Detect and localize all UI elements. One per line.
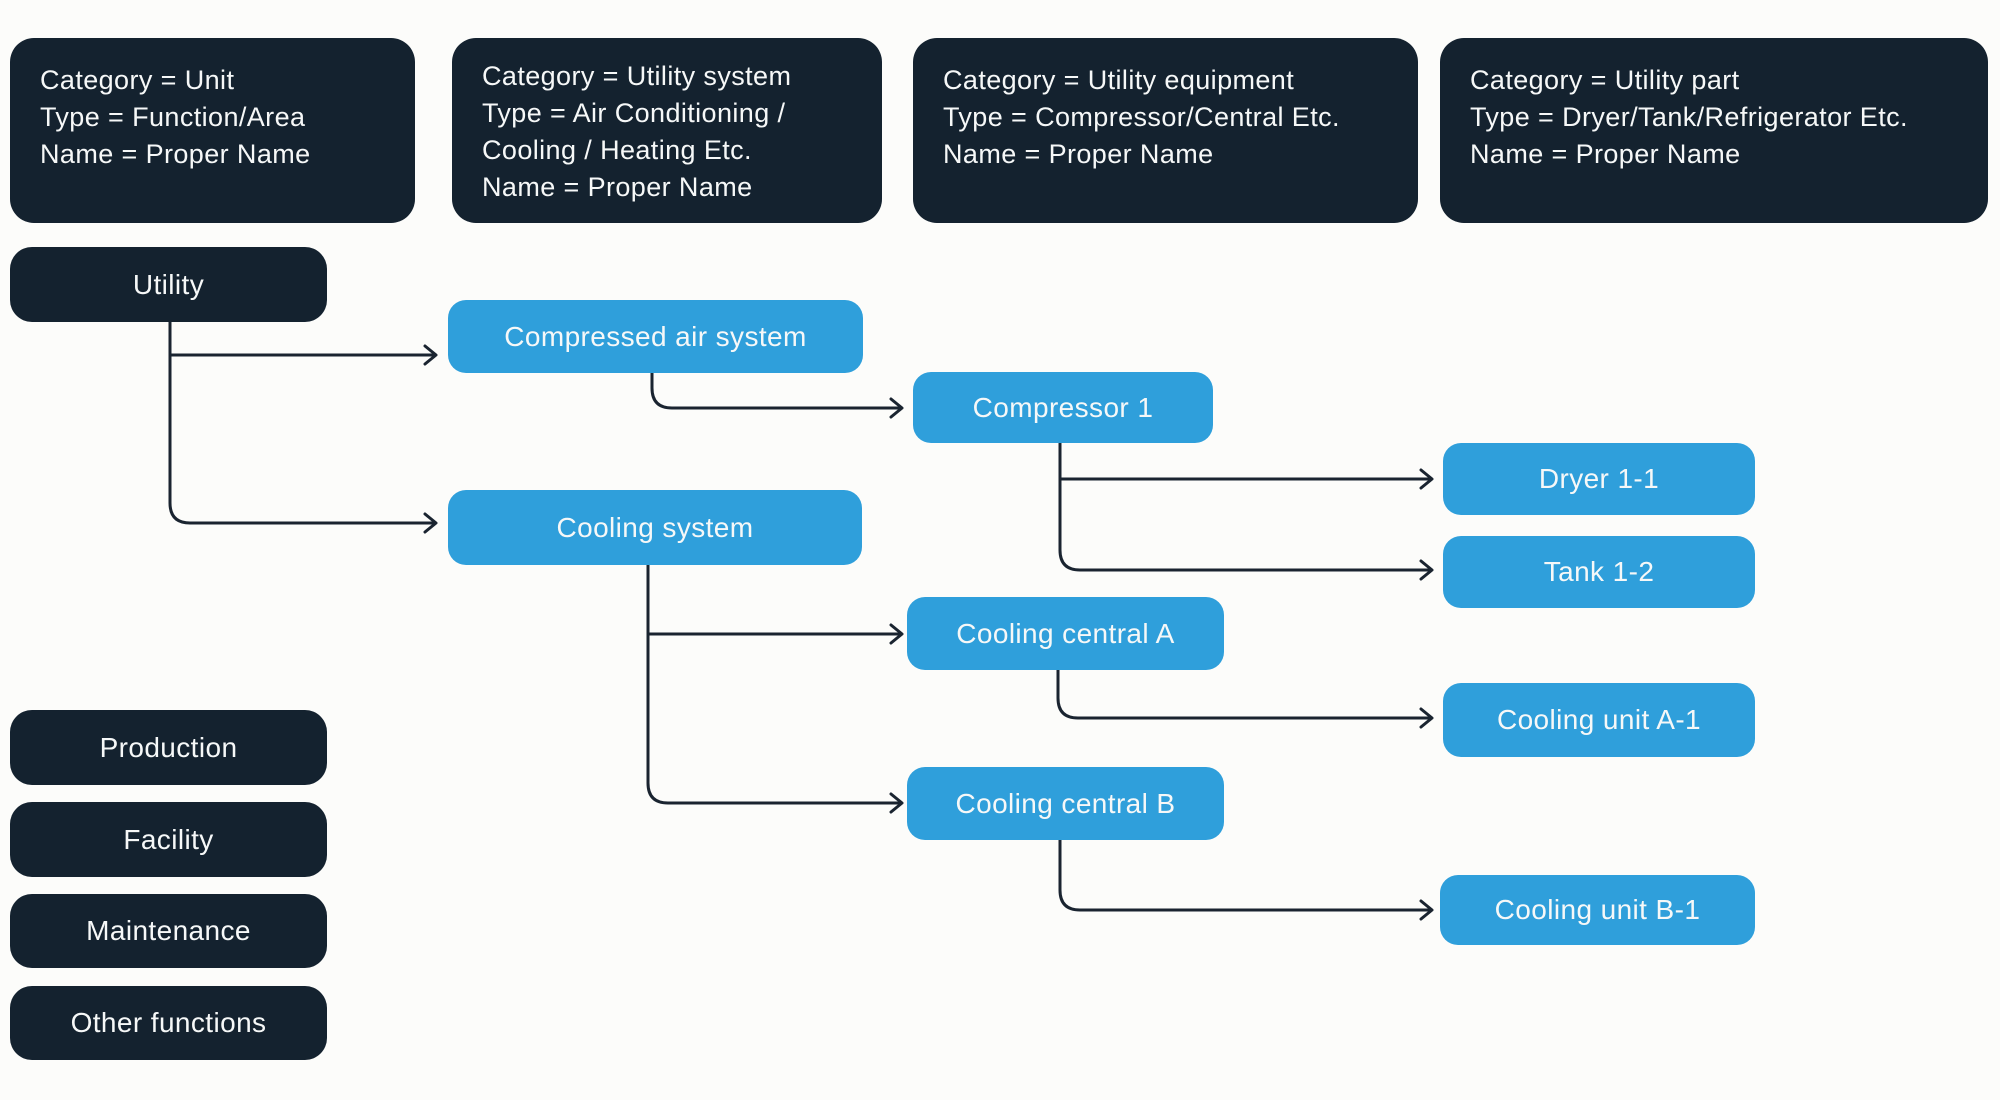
node-cooling-unit-a-1: Cooling unit A-1 xyxy=(1443,683,1755,757)
header-card-line: Name = Proper Name xyxy=(482,172,753,202)
header-card-line: Type = Air Conditioning / xyxy=(482,98,786,128)
legend-item-facility: Facility xyxy=(10,802,327,877)
edge-compressor-1-to-tank-1-2 xyxy=(1058,443,1434,581)
header-card-line: Type = Dryer/Tank/Refrigerator Etc. xyxy=(1470,102,1908,132)
header-card-unit: Category = Unit Type = Function/Area Nam… xyxy=(10,38,415,223)
node-dryer-1-1: Dryer 1-1 xyxy=(1443,443,1755,515)
header-card-utility-part: Category = Utility part Type = Dryer/Tan… xyxy=(1440,38,1988,223)
edge-compressed-air-system-to-compressor-1 xyxy=(650,373,904,419)
node-compressor-1: Compressor 1 xyxy=(913,372,1213,443)
header-card-line: Type = Function/Area xyxy=(40,102,306,132)
edge-cooling-system-to-cooling-central-b xyxy=(646,565,904,814)
edge-cooling-central-b-to-cooling-unit-b-1 xyxy=(1058,840,1434,921)
header-card-utility-system: Category = Utility system Type = Air Con… xyxy=(452,38,882,223)
node-cooling-unit-b-1: Cooling unit B-1 xyxy=(1440,875,1755,945)
node-cooling-central-a: Cooling central A xyxy=(907,597,1224,670)
node-cooling-central-b: Cooling central B xyxy=(907,767,1224,840)
legend-item-production: Production xyxy=(10,710,327,785)
header-card-line: Category = Utility system xyxy=(482,61,792,91)
node-cooling-system: Cooling system xyxy=(448,490,862,565)
legend-item-other-functions: Other functions xyxy=(10,986,327,1060)
node-utility: Utility xyxy=(10,247,327,322)
header-card-line: Category = Unit xyxy=(40,65,235,95)
header-card-line: Category = Utility part xyxy=(1470,65,1740,95)
header-card-line: Type = Compressor/Central Etc. xyxy=(943,102,1340,132)
legend-item-maintenance: Maintenance xyxy=(10,894,327,968)
edge-utility-to-cooling-system xyxy=(168,322,438,534)
header-card-line: Name = Proper Name xyxy=(943,139,1214,169)
header-card-line: Name = Proper Name xyxy=(1470,139,1741,169)
node-tank-1-2: Tank 1-2 xyxy=(1443,536,1755,608)
header-card-line: Name = Proper Name xyxy=(40,139,311,169)
header-card-utility-equipment: Category = Utility equipment Type = Comp… xyxy=(913,38,1418,223)
header-card-line: Cooling / Heating Etc. xyxy=(482,135,752,165)
edge-cooling-central-a-to-cooling-unit-a-1 xyxy=(1056,670,1434,729)
node-compressed-air-system: Compressed air system xyxy=(448,300,863,373)
header-card-line: Category = Utility equipment xyxy=(943,65,1295,95)
